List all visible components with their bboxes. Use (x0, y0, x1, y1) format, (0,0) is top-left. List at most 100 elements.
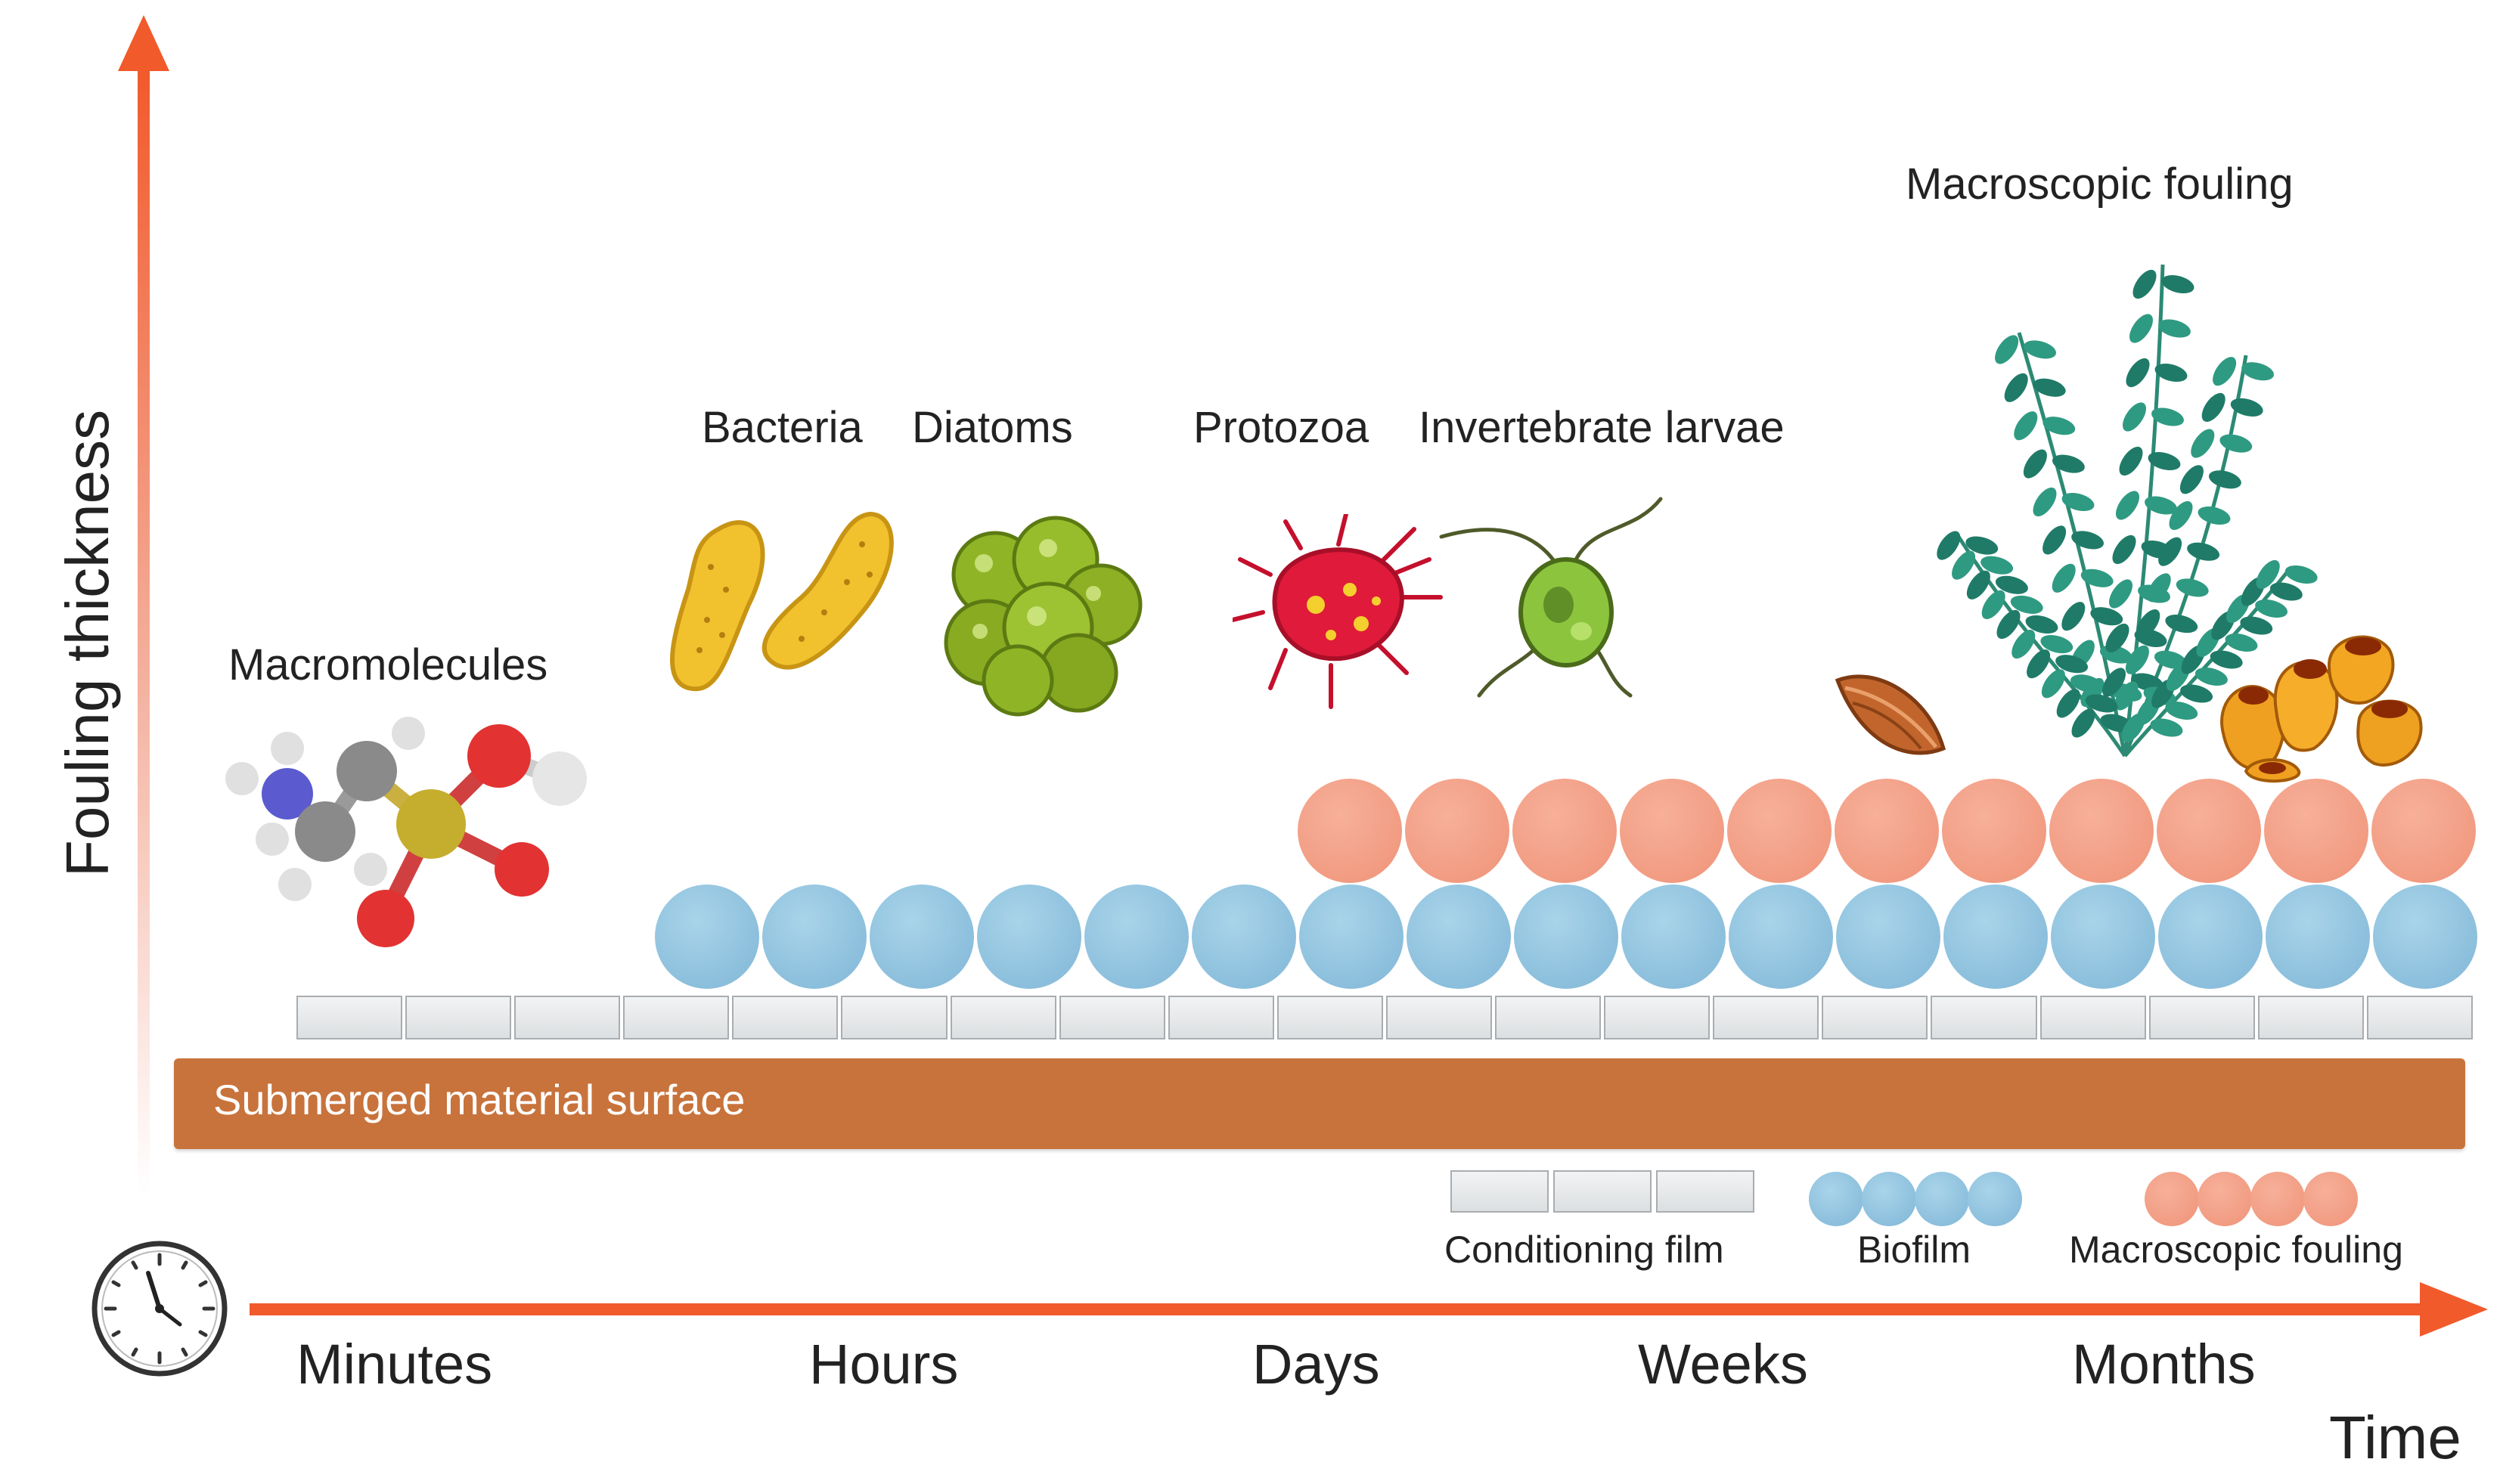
biofilm-cell (1621, 885, 1726, 989)
seaweed-leaf (2191, 429, 2215, 458)
conditioning-film-cell (2148, 996, 2255, 1039)
seaweed-leaf (1937, 531, 1961, 560)
seaweed-leaf (2230, 398, 2263, 417)
invertebrate-larva-icon (1439, 497, 1663, 698)
seaweed-leaf (2055, 655, 2089, 674)
conditioning-film-cell (514, 996, 621, 1039)
biofilm-layer (655, 885, 2480, 989)
seaweed-leaf (2240, 616, 2273, 635)
seaweed-leaf (2025, 615, 2058, 634)
seaweed-leaf (2114, 681, 2139, 711)
legend-conditioning-film-label: Conditioning film (1444, 1228, 1724, 1271)
biofilm-cell (1729, 885, 1833, 989)
biofilm-cell (1407, 885, 1511, 989)
seaweed-leaf (2042, 525, 2067, 555)
seaweed-leaf (2284, 565, 2318, 584)
seaweed-leaf (2080, 569, 2114, 587)
seaweed-leaf (2085, 694, 2118, 713)
clock-icon (92, 1241, 228, 1377)
seaweed-leaf (2161, 274, 2194, 294)
macrofouling-cell (1727, 779, 1832, 883)
seaweed-leaf (2208, 470, 2241, 489)
biofilm-cell (1192, 885, 1296, 989)
seaweed-leaf (2158, 537, 2182, 566)
seaweed-leaf (2241, 362, 2275, 381)
seaweed-leaf (2061, 492, 2095, 512)
biofilm-cell (1836, 885, 1940, 989)
biofilm-cell (1084, 885, 1189, 989)
conditioning-film-cell (841, 996, 948, 1039)
seaweed-leaf (2112, 534, 2136, 565)
seaweed-leaf (2125, 645, 2149, 674)
biofilm-cell (870, 885, 974, 989)
seaweed-leaf (2126, 358, 2150, 388)
seaweed-leaf (2154, 363, 2188, 383)
legend-biofilm-label: Biofilm (1857, 1228, 1971, 1271)
seaweed-leaf (1995, 575, 2028, 594)
y-axis-label: Fouling thickness (54, 409, 121, 877)
conditioning-film-cell (1059, 996, 1165, 1039)
submerged-surface-bar: Submerged material surface (174, 1058, 2465, 1149)
seaweed-leaf (2040, 635, 2074, 654)
conditioning-film-layer (296, 996, 2473, 1041)
seaweed-leaf (2071, 531, 2105, 550)
bacteria-label: Bacteria (702, 403, 863, 452)
seaweed-leaf (2014, 411, 2038, 441)
conditioning-film-cell (405, 996, 512, 1039)
conditioning-film-cell (1276, 996, 1383, 1039)
seaweed-leaf (2210, 650, 2243, 669)
seaweed-leaf (1966, 570, 1990, 599)
seaweed-leaf (2255, 599, 2288, 618)
biofilm-cell (2373, 885, 2477, 989)
seaweed-leaf (1965, 536, 1999, 555)
conditioning-film-cell (296, 996, 403, 1039)
conditioning-film-cell (2039, 996, 2146, 1039)
biofilm-cell (1514, 885, 1618, 989)
sponge-coral-icon (2220, 635, 2423, 783)
y-axis-arrow (118, 15, 169, 1194)
seaweed-leaf (1952, 550, 1976, 580)
biofilm-cell (2158, 885, 2263, 989)
seaweed-icon (1937, 264, 2318, 757)
seaweed-leaf (2269, 582, 2303, 601)
biofilm-cell (2266, 885, 2370, 989)
macrofouling-cell (2264, 779, 2368, 883)
seaweed-leaf (2010, 595, 2043, 614)
protozoa-label: Protozoa (1193, 403, 1369, 452)
seaweed-leaf (2101, 668, 2126, 697)
time-months-label: Months (2072, 1333, 2256, 1396)
macrofouling-cell (2157, 779, 2261, 883)
seaweed-leaf (2225, 633, 2258, 652)
macrofouling-layer (1298, 779, 2479, 883)
conditioning-film-cell (732, 996, 839, 1039)
surface-label: Submerged material surface (213, 1076, 746, 1123)
seaweed-leaf (2165, 701, 2198, 720)
seaweed-leaf (2179, 465, 2204, 494)
macrofouling-cell (1942, 779, 2046, 883)
seaweed-leaf (2033, 487, 2057, 517)
conditioning-film-cell (1713, 996, 1819, 1039)
seaweed-leaf (2119, 446, 2143, 476)
seaweed-leaf (2027, 649, 2051, 679)
macromolecules-label: Macromolecules (228, 640, 548, 689)
seaweed-leaf (2041, 669, 2065, 699)
conditioning-film-cell (2366, 996, 2473, 1039)
seaweed-leaf (2056, 689, 2080, 718)
shell-icon (1835, 674, 1946, 755)
seaweed-leaf (2042, 417, 2076, 435)
invertebrate-larvae-label: Invertebrate larvae (1419, 403, 1785, 452)
seaweed-leaf (2150, 718, 2183, 737)
seaweed-leaf (2180, 684, 2213, 703)
macrofouling-cell (2371, 779, 2476, 883)
biofilm-cell (977, 885, 1081, 989)
biofilm-cell (762, 885, 867, 989)
biofilm-cell (1943, 885, 2048, 989)
protozoa-icon (1233, 514, 1443, 709)
seaweed-leaf (2147, 573, 2171, 603)
conditioning-film-cell (1495, 996, 1602, 1039)
bacteria-icon (670, 511, 894, 692)
conditioning-film-cell (1604, 996, 1711, 1039)
conditioning-film-cell (950, 996, 1056, 1039)
legend-macroscopic-fouling-swatch (2145, 1172, 2358, 1226)
seaweed-leaf (2187, 542, 2220, 561)
